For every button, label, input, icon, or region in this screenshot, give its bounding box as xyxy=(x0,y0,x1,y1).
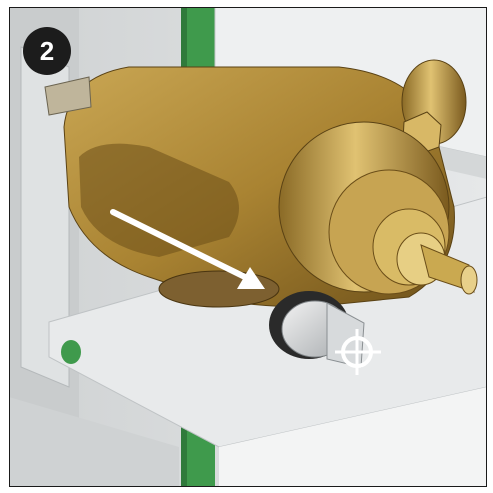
valve-cavity xyxy=(79,143,239,257)
mount-bracket xyxy=(44,76,92,116)
image-border xyxy=(9,7,487,487)
direction-arrow xyxy=(110,209,252,282)
valve-installation-illustration xyxy=(9,7,487,487)
spindle-tip xyxy=(460,265,478,295)
bottom-left-panel xyxy=(9,397,179,487)
mount-tab xyxy=(61,340,81,364)
step-number: 2 xyxy=(39,35,55,66)
direction-arrow-head xyxy=(237,267,265,289)
bottom-right-panel xyxy=(219,387,487,487)
step-number-badge: 2 xyxy=(23,27,71,75)
